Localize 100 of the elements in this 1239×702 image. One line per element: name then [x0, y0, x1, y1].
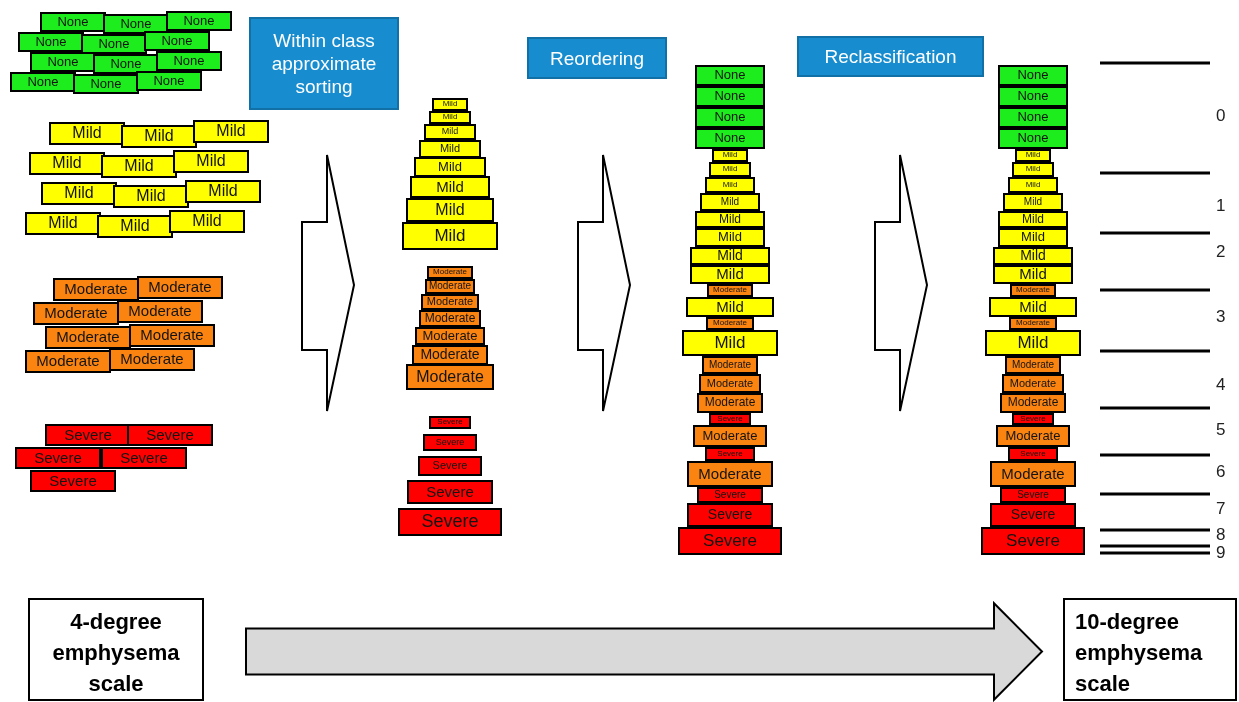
severity-box: None: [998, 107, 1068, 128]
severity-box: None: [73, 74, 139, 94]
severity-box: Mild: [712, 149, 748, 162]
severity-box: None: [695, 128, 765, 149]
severity-box: Mild: [185, 180, 261, 203]
grade-number: 9: [1216, 543, 1226, 563]
severity-box: Mild: [709, 162, 751, 177]
severity-box: Mild: [686, 297, 774, 317]
severity-box: Moderate: [693, 425, 767, 447]
severity-box: Mild: [690, 265, 770, 284]
severity-box: Mild: [101, 155, 177, 178]
severity-box: Mild: [700, 193, 760, 211]
severity-box: Severe: [407, 480, 493, 504]
grade-number: 6: [1216, 462, 1226, 482]
step-label-box: Reclassification: [797, 36, 984, 77]
severity-box: Mild: [695, 211, 765, 228]
severity-box: Severe: [1012, 413, 1054, 425]
severity-box: Severe: [705, 447, 755, 461]
severity-box: Moderate: [990, 461, 1076, 487]
severity-box: Moderate: [427, 266, 473, 279]
severity-box: Mild: [97, 215, 173, 238]
severity-box: None: [10, 72, 76, 92]
severity-box: Moderate: [1000, 393, 1066, 413]
severity-box: Severe: [981, 527, 1085, 555]
severity-box: Severe: [418, 456, 482, 476]
severity-box: None: [695, 86, 765, 107]
severity-box: None: [998, 86, 1068, 107]
severity-box: None: [81, 34, 147, 54]
severity-box: Severe: [30, 470, 116, 492]
grade-number: 5: [1216, 420, 1226, 440]
step-label-box: Reordering: [527, 37, 667, 79]
severity-box: Mild: [998, 228, 1068, 247]
severity-box: Mild: [402, 222, 498, 250]
grade-number: 0: [1216, 106, 1226, 126]
severity-box: Moderate: [419, 310, 481, 327]
severity-box: Moderate: [702, 356, 758, 374]
severity-box: Mild: [419, 140, 481, 158]
severity-box: None: [144, 31, 210, 51]
severity-box: Moderate: [1010, 284, 1056, 297]
grade-number: 1: [1216, 196, 1226, 216]
severity-box: Moderate: [996, 425, 1070, 447]
severity-box: Mild: [49, 122, 125, 145]
severity-box: Moderate: [687, 461, 773, 487]
severity-box: None: [18, 32, 84, 52]
severity-box: Moderate: [137, 276, 223, 299]
severity-box: Mild: [985, 330, 1081, 356]
severity-box: Mild: [169, 210, 245, 233]
severity-box: Moderate: [117, 300, 203, 323]
severity-box: None: [103, 14, 169, 34]
severity-box: Mild: [1015, 149, 1051, 162]
severity-box: Severe: [990, 503, 1076, 527]
severity-box: None: [166, 11, 232, 31]
severity-box: Severe: [127, 424, 213, 446]
severity-box: Mild: [429, 111, 471, 124]
severity-box: Mild: [410, 176, 490, 198]
severity-box: Severe: [101, 447, 187, 469]
severity-box: Mild: [993, 265, 1073, 284]
severity-box: Severe: [697, 487, 763, 503]
severity-box: Moderate: [412, 345, 488, 365]
severity-box: Mild: [1003, 193, 1063, 211]
severity-box: Moderate: [699, 374, 761, 393]
severity-box: Mild: [424, 124, 476, 140]
severity-box: Mild: [193, 120, 269, 143]
severity-box: Moderate: [415, 327, 485, 345]
severity-box: Severe: [429, 416, 471, 429]
severity-box: None: [695, 65, 765, 86]
severity-box: Severe: [1008, 447, 1058, 461]
severity-box: Mild: [406, 198, 494, 222]
severity-box: Moderate: [697, 393, 763, 413]
severity-box: Severe: [678, 527, 782, 555]
severity-box: None: [998, 128, 1068, 149]
grade-number: 7: [1216, 499, 1226, 519]
severity-box: Mild: [173, 150, 249, 173]
severity-box: Moderate: [425, 279, 475, 294]
severity-box: Moderate: [33, 302, 119, 325]
severity-box: Moderate: [406, 364, 494, 390]
grade-number: 2: [1216, 242, 1226, 262]
severity-box: None: [30, 52, 96, 72]
severity-box: None: [93, 54, 159, 74]
severity-box: Mild: [998, 211, 1068, 228]
grade-number: 4: [1216, 375, 1226, 395]
severity-box: Moderate: [1002, 374, 1064, 393]
severity-box: Mild: [414, 157, 486, 177]
severity-box: Mild: [1012, 162, 1054, 177]
severity-box: Moderate: [25, 350, 111, 373]
severity-box: None: [998, 65, 1068, 86]
severity-box: Mild: [705, 177, 755, 193]
severity-box: Moderate: [45, 326, 131, 349]
severity-box: None: [695, 107, 765, 128]
severity-box: Mild: [121, 125, 197, 148]
grade-number: 8: [1216, 525, 1226, 545]
severity-box: Moderate: [109, 348, 195, 371]
severity-box: Mild: [695, 228, 765, 247]
severity-box: Moderate: [707, 284, 753, 297]
severity-box: Moderate: [53, 278, 139, 301]
step-label-box: Within class approximate sorting: [249, 17, 399, 110]
severity-box: None: [136, 71, 202, 91]
severity-box: Mild: [1008, 177, 1058, 193]
severity-box: Severe: [1000, 487, 1066, 503]
severity-box: Mild: [989, 297, 1077, 317]
